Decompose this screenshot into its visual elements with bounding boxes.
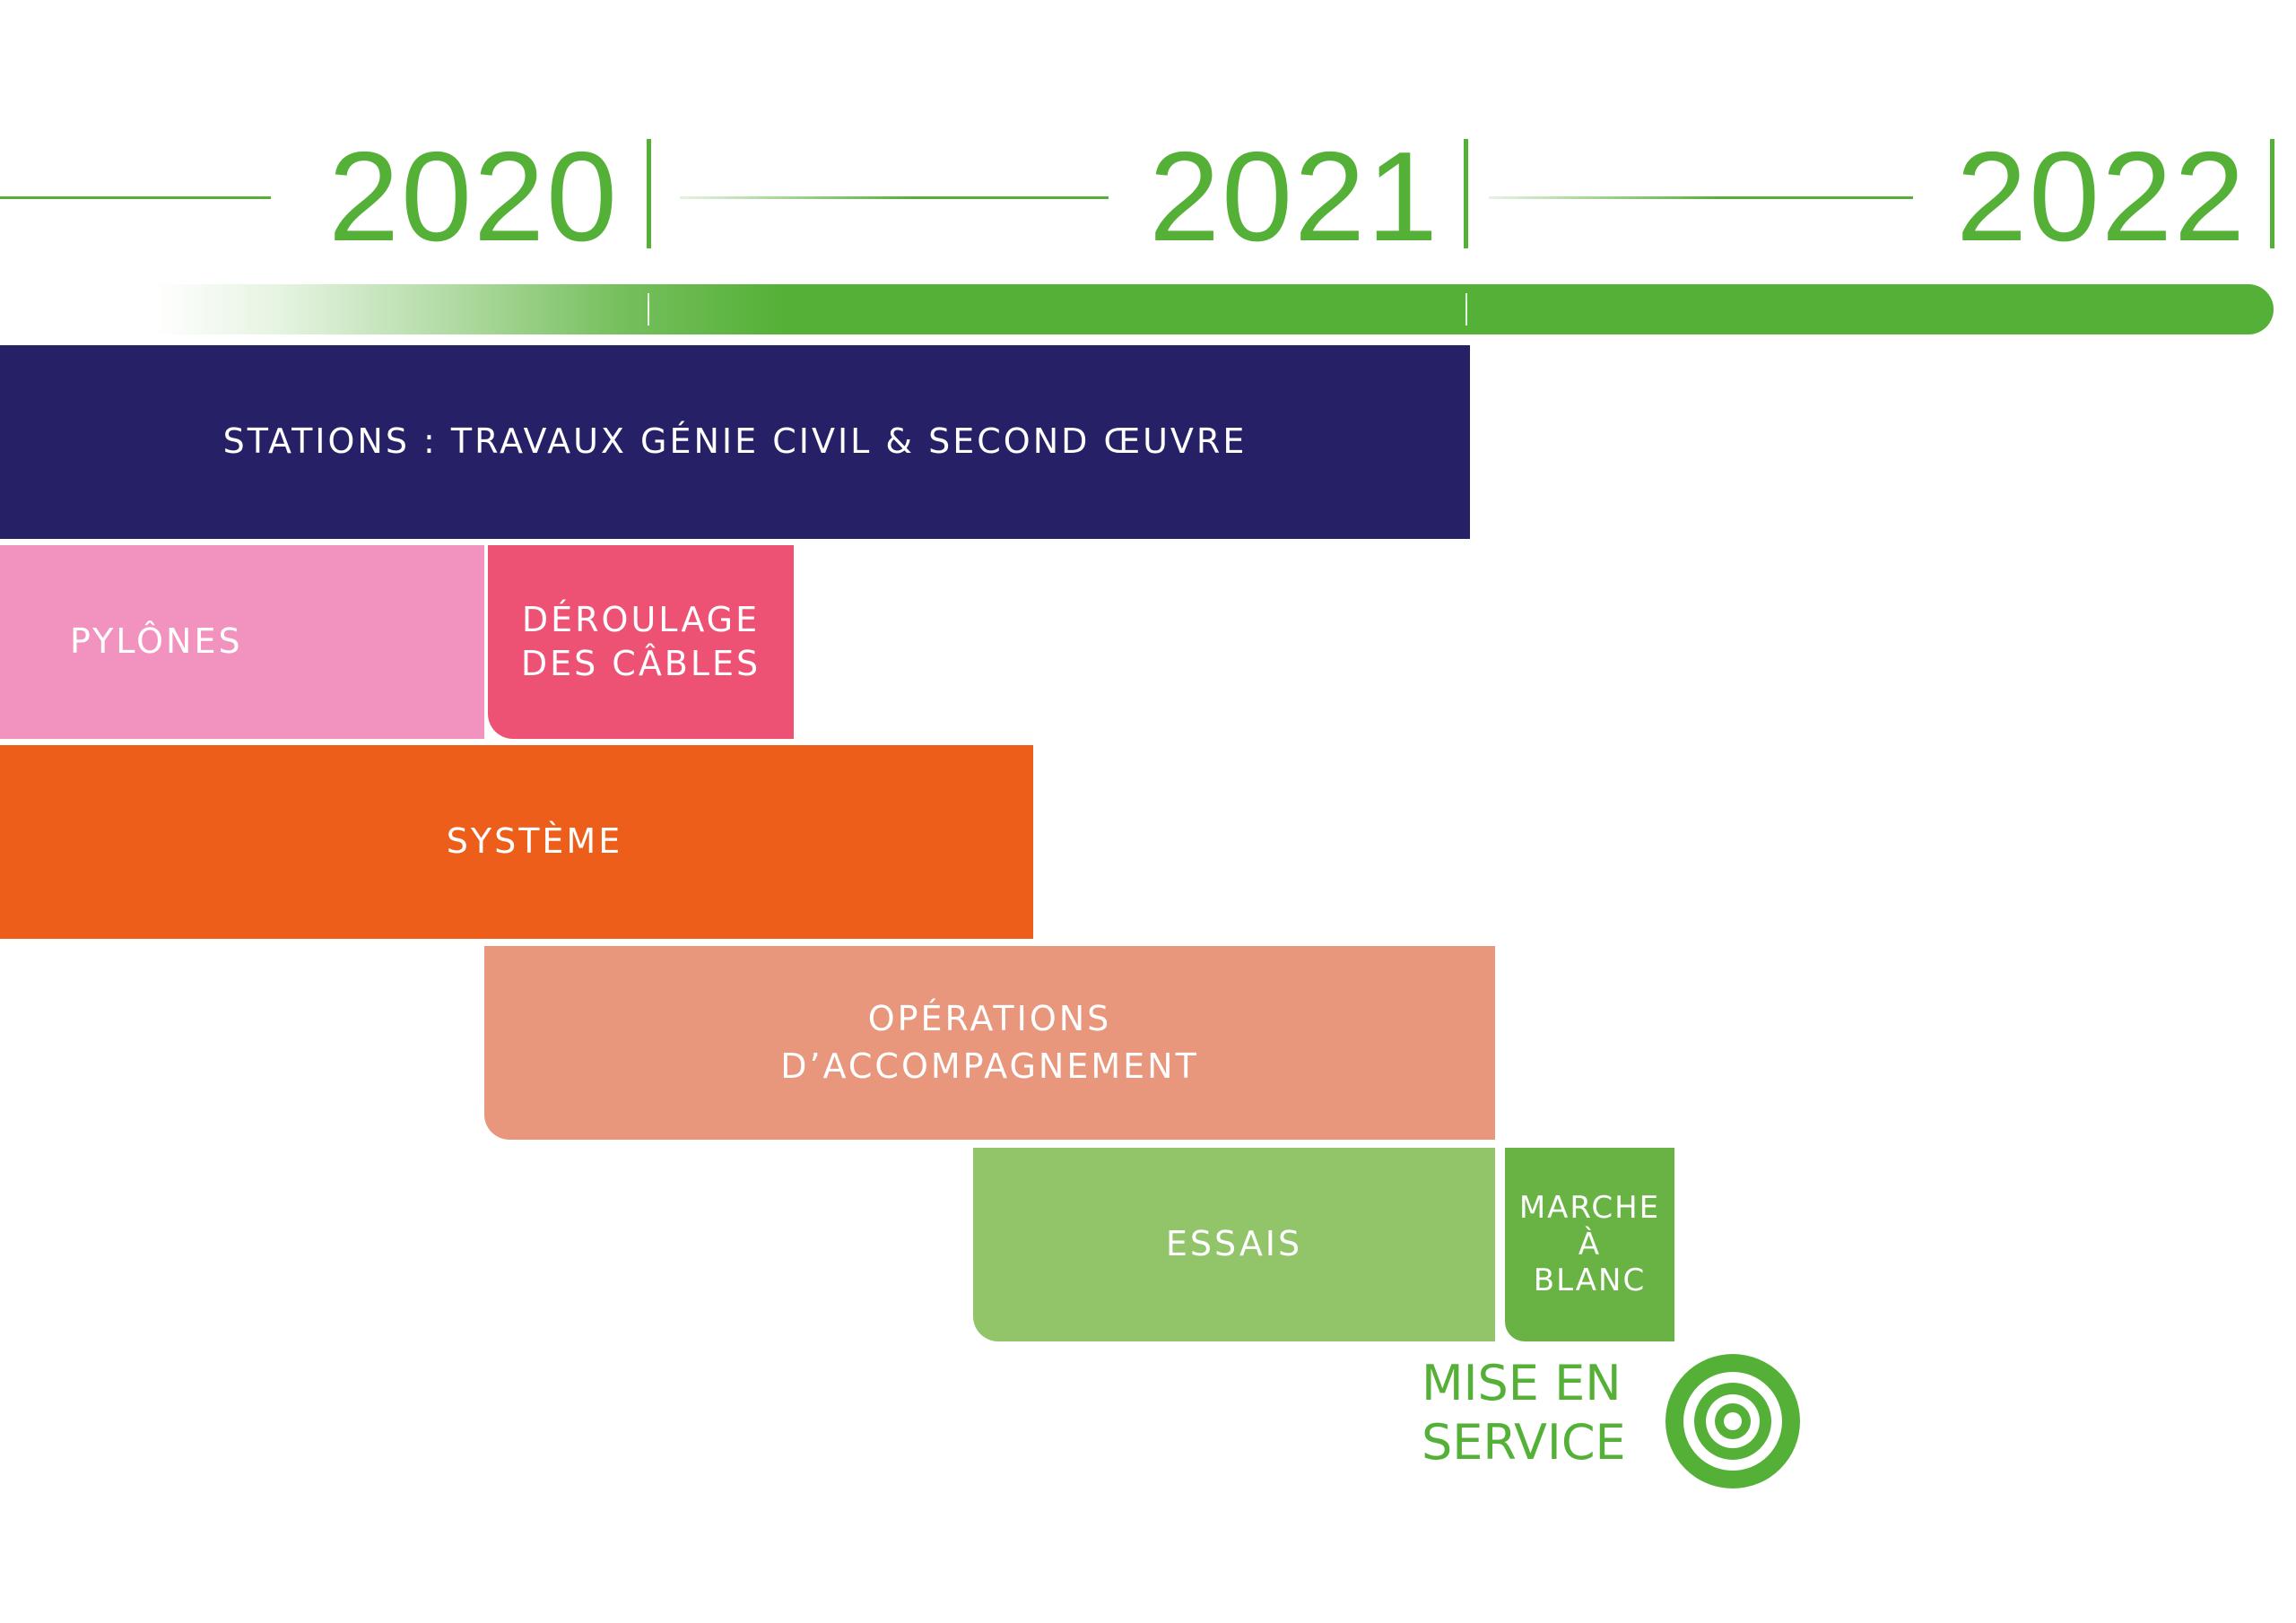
progress-tick [1465,293,1467,325]
task-deroulage-cables: DÉROULAGE DES CÂBLES [488,545,794,739]
task-systeme: SYSTÈME [0,745,1033,939]
year-marker [2270,139,2274,248]
year-marker [647,139,651,248]
year-divider-line [680,196,1109,199]
task-essais: ESSAIS [973,1148,1495,1341]
year-divider-line [0,196,271,199]
year-label-2020: 2020 [328,126,619,268]
timeline-progress-bar [152,284,2274,334]
task-pylones: PYLÔNES [0,545,484,739]
year-divider-line [1489,196,1913,199]
task-operations-accompagnement: OPÉRATIONS D’ACCOMPAGNEMENT [484,946,1495,1140]
progress-tick [648,293,649,325]
year-label-2021: 2021 [1149,126,1439,268]
year-label-2022: 2022 [1956,126,2247,268]
task-stations: STATIONS : TRAVAUX GÉNIE CIVIL & SECOND … [0,345,1470,539]
milestone-label: MISE EN SERVICE [1422,1355,1626,1471]
year-marker [1464,139,1468,248]
task-marche-a-blanc: MARCHE À BLANC [1505,1148,1674,1341]
target-icon [1665,1354,1800,1488]
